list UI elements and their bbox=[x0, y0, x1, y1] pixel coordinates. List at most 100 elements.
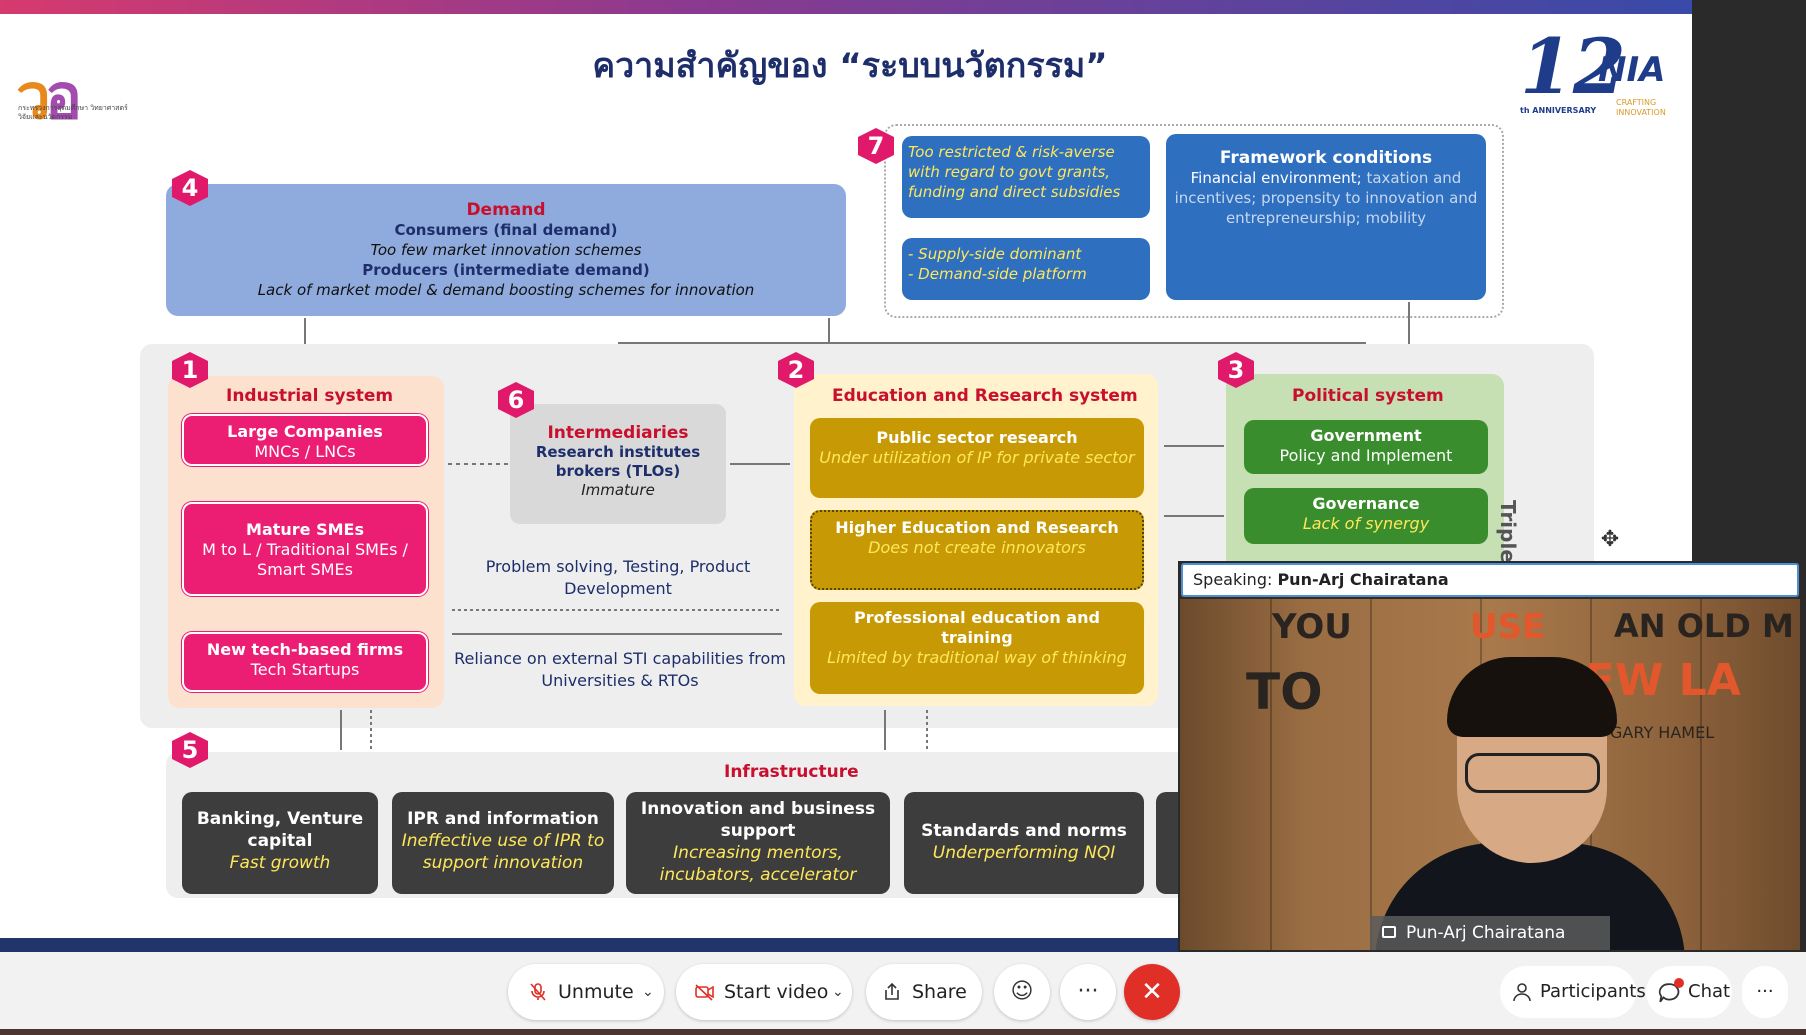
public-title: Public sector research bbox=[876, 428, 1078, 447]
connector-line bbox=[926, 710, 928, 750]
demand-line1: Consumers (final demand) bbox=[394, 221, 618, 239]
std-sub: Underperforming NQI bbox=[932, 843, 1116, 863]
gov-title: Government bbox=[1310, 426, 1422, 445]
nia-logo-anniversary: th ANNIVERSARY bbox=[1520, 106, 1597, 115]
wall-text-an-old: AN OLD M bbox=[1614, 607, 1794, 645]
connector-line bbox=[452, 609, 782, 611]
move-icon[interactable]: ✥ bbox=[1600, 527, 1620, 552]
demand-line4: Lack of market model & demand boosting s… bbox=[257, 281, 755, 299]
participant-name: Pun-Arj Chairatana bbox=[1406, 923, 1566, 943]
banking-box: Banking, Venture capital Fast growth bbox=[182, 792, 378, 894]
industrial-title: Industrial system bbox=[226, 386, 394, 406]
intermediaries-title: Intermediaries bbox=[547, 423, 689, 443]
unmute-button[interactable]: Unmute ⌄ bbox=[508, 964, 664, 1020]
connector-line bbox=[1164, 515, 1224, 517]
flow-note-bottom: Reliance on external STI capabilities fr… bbox=[454, 649, 786, 690]
badge-4: 4 bbox=[172, 170, 208, 206]
ministry-logo-mark: วอ bbox=[16, 60, 82, 133]
badge-3: 3 bbox=[1218, 352, 1254, 388]
nia-logo: 12 NIA th ANNIVERSARY CRAFTING INNOVATIO… bbox=[1520, 22, 1680, 122]
public-research-box: Public sector research Under utilization… bbox=[810, 418, 1144, 498]
large-title: Large Companies bbox=[227, 422, 383, 441]
grants-box: Too restricted & risk-averse with regard… bbox=[902, 136, 1150, 218]
start-video-button[interactable]: Start video ⌄ bbox=[676, 964, 852, 1020]
chat-label: Chat bbox=[1688, 981, 1731, 1002]
nia-logo-number: 12 bbox=[1520, 22, 1626, 111]
connector-line bbox=[452, 633, 782, 635]
innovation-support-box: Innovation and business support Increasi… bbox=[626, 792, 890, 894]
ipr-sub: Ineffective use of IPR to support innova… bbox=[401, 831, 605, 873]
more-options-button[interactable]: ··· bbox=[1060, 964, 1116, 1020]
intermediaries-line1: Research institutes bbox=[535, 443, 701, 461]
screen-icon bbox=[1382, 926, 1396, 938]
connector-line bbox=[1408, 302, 1410, 372]
new-tech-box: New tech-based firms Tech Startups bbox=[182, 632, 428, 692]
framework-body: Financial environment; taxation and ince… bbox=[1172, 168, 1480, 228]
policy-frame bbox=[884, 124, 1504, 318]
prof-title: Professional education and training bbox=[854, 608, 1100, 647]
supply-demand-box: - Supply-side dominant - Demand-side pla… bbox=[902, 238, 1150, 300]
speaker-video-tile[interactable]: YOU TO USE AN OLD M NEW LA GARY HAMEL bbox=[1178, 561, 1802, 952]
mature-title: Mature SMEs bbox=[246, 520, 364, 539]
flow-note-top: Problem solving, Testing, Product Develo… bbox=[485, 557, 751, 598]
badge-6: 6 bbox=[498, 382, 534, 418]
innov-sub: Increasing mentors, incubators, accelera… bbox=[659, 843, 857, 885]
intermediaries-line2: brokers (TLOs) bbox=[555, 462, 681, 480]
connector-line bbox=[370, 710, 372, 750]
connector-line bbox=[340, 710, 342, 750]
speaking-indicator: Speaking: Pun-Arj Chairatana bbox=[1181, 563, 1799, 597]
connector-line bbox=[730, 463, 790, 465]
badge-2: 2 bbox=[778, 352, 814, 388]
overflow-label: ··· bbox=[1756, 981, 1774, 1002]
chevron-down-icon[interactable]: ⌄ bbox=[642, 984, 654, 1000]
reactions-button[interactable]: ☺ bbox=[994, 964, 1050, 1020]
speaking-label: Speaking: bbox=[1193, 570, 1273, 589]
taskbar-strip bbox=[0, 1029, 1806, 1035]
wall-plank bbox=[1270, 599, 1272, 950]
badge-1: 1 bbox=[172, 352, 208, 388]
chevron-down-icon[interactable]: ⌄ bbox=[832, 984, 844, 1000]
gov-sub: Policy and Implement bbox=[1279, 446, 1453, 465]
ipr-title: IPR and information bbox=[407, 809, 599, 829]
wall-plank bbox=[1700, 599, 1702, 950]
demand-line3: Producers (intermediate demand) bbox=[362, 261, 650, 279]
banking-sub: Fast growth bbox=[229, 853, 331, 873]
ipr-box: IPR and information Ineffective use of I… bbox=[392, 792, 614, 894]
demand-line2: Too few market innovation schemes bbox=[370, 241, 642, 259]
leave-meeting-button[interactable]: ✕ bbox=[1124, 964, 1180, 1020]
start-video-label: Start video bbox=[724, 981, 829, 1003]
participant-name-tag: Pun-Arj Chairatana bbox=[1370, 916, 1610, 950]
standards-box: Standards and norms Underperforming NQI bbox=[904, 792, 1144, 894]
demand-panel bbox=[166, 184, 846, 316]
supply-line: - Supply-side dominant bbox=[908, 245, 1082, 263]
large-sub: MNCs / LNCs bbox=[254, 442, 356, 461]
higher-education-box: Higher Education and Research Does not c… bbox=[810, 510, 1144, 590]
share-button[interactable]: Share bbox=[866, 964, 982, 1020]
participants-button[interactable]: Participants bbox=[1500, 966, 1646, 1018]
framework-grey: taxation and incentives; propensity to i… bbox=[1174, 169, 1478, 227]
framework-box: Framework conditions Financial environme… bbox=[1166, 134, 1486, 300]
slide-top-bar bbox=[0, 0, 1692, 14]
meeting-toolbar: Unmute ⌄ Start video ⌄ Share ☺ ··· bbox=[0, 952, 1806, 1035]
intermediaries-box: Intermediaries Research institutes broke… bbox=[510, 404, 726, 524]
infrastructure-title: Infrastructure bbox=[724, 762, 859, 782]
unmute-label: Unmute bbox=[558, 981, 634, 1003]
innov-title: Innovation and business support bbox=[640, 799, 876, 841]
microphone-muted-icon bbox=[530, 983, 546, 1001]
nia-logo-tagline: CRAFTING INNOVATION bbox=[1616, 98, 1666, 117]
higher-sub: Does not create innovators bbox=[868, 538, 1086, 557]
governance-sub: Lack of synergy bbox=[1302, 514, 1430, 533]
nia-logo-brand: NIA bbox=[1598, 50, 1666, 90]
smiley-icon: ☺ bbox=[1010, 979, 1034, 1004]
share-label: Share bbox=[912, 981, 967, 1003]
overflow-menu-button[interactable]: ··· bbox=[1742, 966, 1788, 1018]
chat-button[interactable]: Chat bbox=[1646, 966, 1732, 1018]
professional-education-box: Professional education and training Limi… bbox=[810, 602, 1144, 694]
person-icon bbox=[1513, 983, 1531, 1002]
notification-dot bbox=[1674, 978, 1684, 988]
connector-line bbox=[618, 342, 1366, 344]
wall-text-to: TO bbox=[1246, 663, 1323, 721]
speaker-hair bbox=[1447, 657, 1617, 737]
close-icon: ✕ bbox=[1141, 977, 1163, 1007]
demand-text: Demand Consumers (final demand) Too few … bbox=[166, 200, 846, 300]
